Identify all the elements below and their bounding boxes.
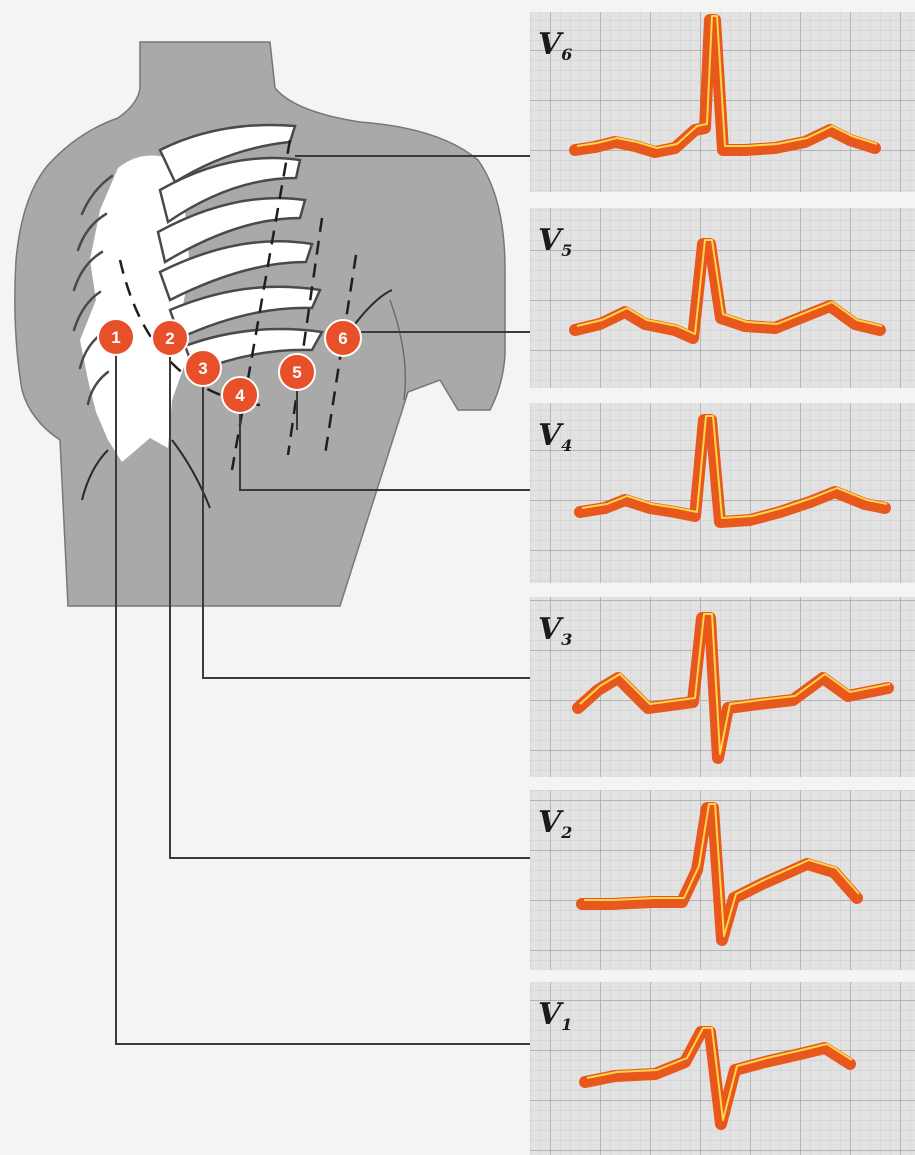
electrode-number-5: 5	[292, 363, 301, 382]
electrode-number-3: 3	[198, 359, 207, 378]
lead-subscript: 3	[561, 630, 572, 649]
lead-letter: V	[538, 997, 564, 1032]
electrode-number-1: 1	[111, 328, 120, 347]
lead-letter: V	[538, 223, 564, 258]
electrode-number-6: 6	[338, 329, 347, 348]
electrode-number-2: 2	[165, 329, 174, 348]
lead-subscript: 2	[560, 823, 572, 842]
lead-subscript: 1	[561, 1015, 572, 1034]
lead-letter: V	[538, 805, 564, 840]
lead-letter: V	[538, 418, 564, 453]
lead-subscript: 5	[561, 241, 572, 260]
lead-letter: V	[538, 27, 564, 62]
torso	[15, 42, 505, 606]
lead-letter: V	[538, 612, 564, 647]
lead-subscript: 4	[561, 436, 572, 455]
ecg-strips	[530, 12, 915, 1155]
electrode-number-4: 4	[235, 386, 245, 405]
lead-subscript: 6	[561, 45, 572, 64]
